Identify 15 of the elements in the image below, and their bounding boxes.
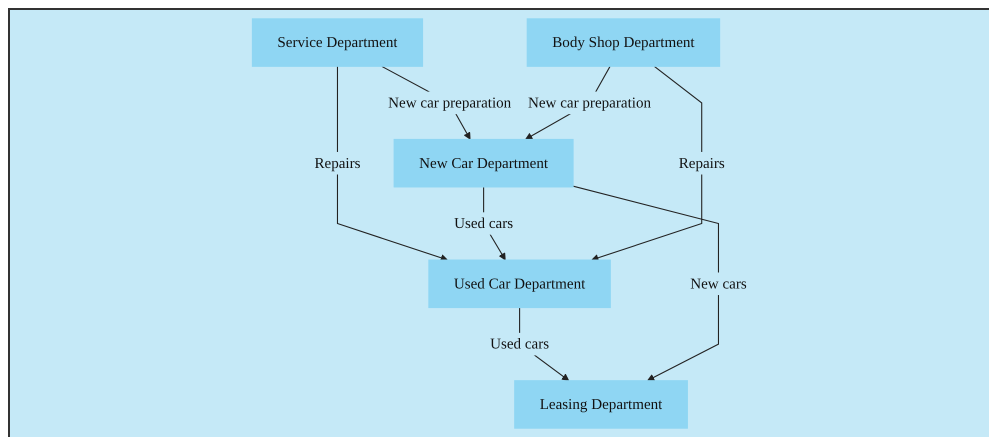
arrow bbox=[573, 186, 720, 381]
edge-label: Repairs bbox=[678, 154, 725, 172]
edge-label: New car preparation bbox=[388, 94, 512, 111]
arrow bbox=[591, 66, 702, 262]
node-box: New Car Department bbox=[394, 138, 574, 188]
edge-label: New cars bbox=[690, 275, 747, 292]
node-box: Used Car Department bbox=[428, 260, 611, 308]
edge-label: Repairs bbox=[314, 154, 361, 172]
node-box: Leasing Department bbox=[514, 380, 688, 429]
node-box: Service Department bbox=[252, 18, 424, 67]
edge-label: New car preparation bbox=[528, 94, 652, 111]
node-box: Body Shop Department bbox=[526, 18, 720, 67]
edge-label: Used cars bbox=[490, 335, 550, 352]
arrow bbox=[336, 66, 448, 262]
edge-label: Used cars bbox=[454, 214, 514, 232]
